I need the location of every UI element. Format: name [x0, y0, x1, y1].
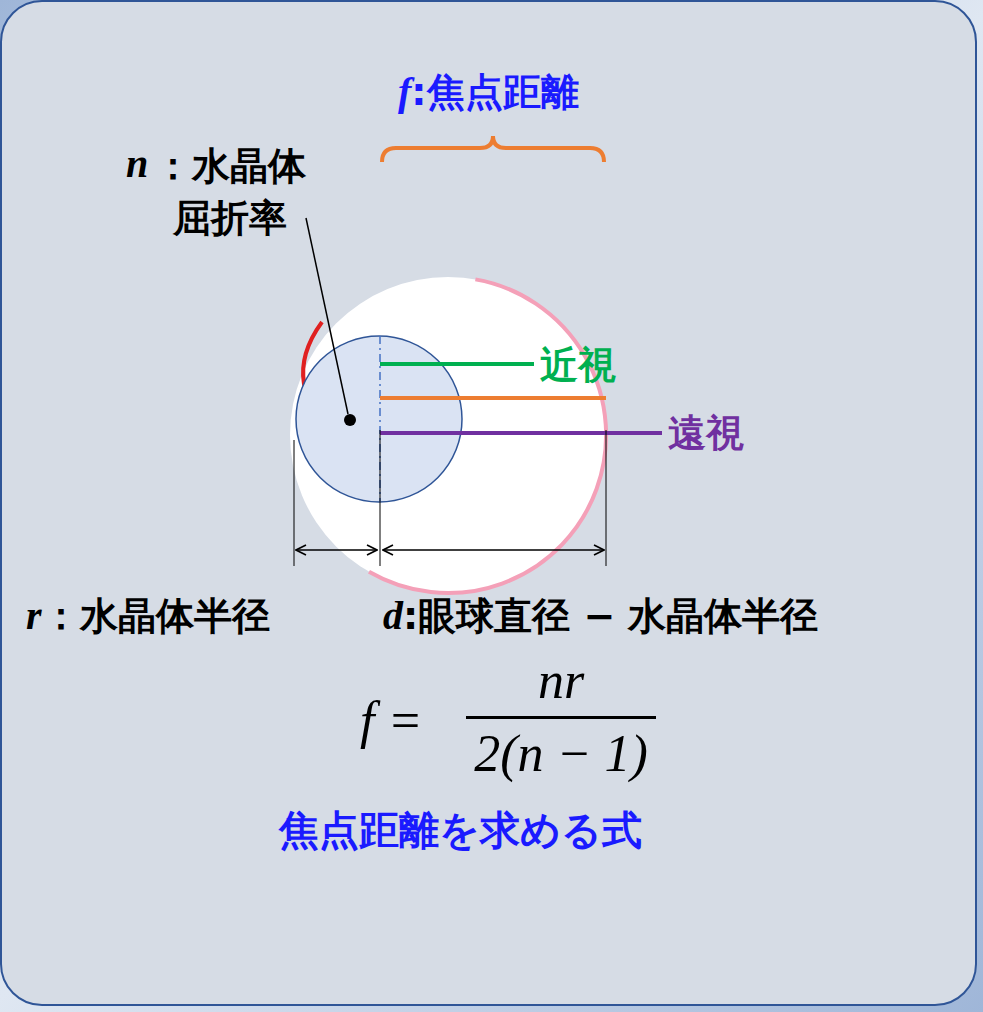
dimension-label: :眼球直径 − 水晶体半径	[403, 592, 819, 640]
leader-line	[306, 218, 348, 414]
label-group: n：水晶体 屈折率	[126, 140, 312, 244]
normal-focus-line	[380, 396, 606, 400]
variable-symbol: r	[26, 592, 42, 640]
label-group: 遠視	[668, 409, 744, 457]
formula-numerator: nr	[538, 650, 584, 712]
leader-dot	[344, 414, 356, 426]
focus-label: 遠視	[668, 409, 744, 457]
variable-symbol: f	[398, 68, 411, 116]
label-group: nr 2(n − 1)	[466, 650, 656, 785]
label-group: 近視	[540, 341, 616, 389]
formula-text: f =	[360, 690, 423, 752]
label-group: f:焦点距離	[398, 68, 579, 116]
dimension-arrow	[383, 549, 604, 551]
myopia-line	[380, 362, 534, 366]
dimension-arrow	[296, 549, 377, 551]
caption: 焦点距離を求める式	[0, 806, 920, 854]
dimension-line	[380, 430, 381, 566]
hyperopia-line	[380, 431, 662, 435]
crystalline-lens	[296, 336, 462, 502]
part-label: ：水晶体 屈折率	[148, 140, 311, 244]
dimension-line	[606, 430, 607, 566]
label-group: d:眼球直径 − 水晶体半径	[383, 592, 819, 640]
variable-symbol: n	[126, 140, 148, 188]
fraction-bar	[466, 716, 656, 719]
variable-symbol: d	[383, 592, 403, 640]
dimension-line	[294, 440, 295, 566]
dimension-label: ：水晶体半径	[42, 592, 270, 640]
label-group: r：水晶体半径	[26, 592, 270, 640]
focal-brace	[382, 136, 604, 162]
dimension-label: :焦点距離	[411, 68, 578, 116]
label-group: f =	[360, 690, 423, 752]
formula-denominator: 2(n − 1)	[474, 723, 648, 785]
focus-label: 近視	[540, 341, 616, 389]
